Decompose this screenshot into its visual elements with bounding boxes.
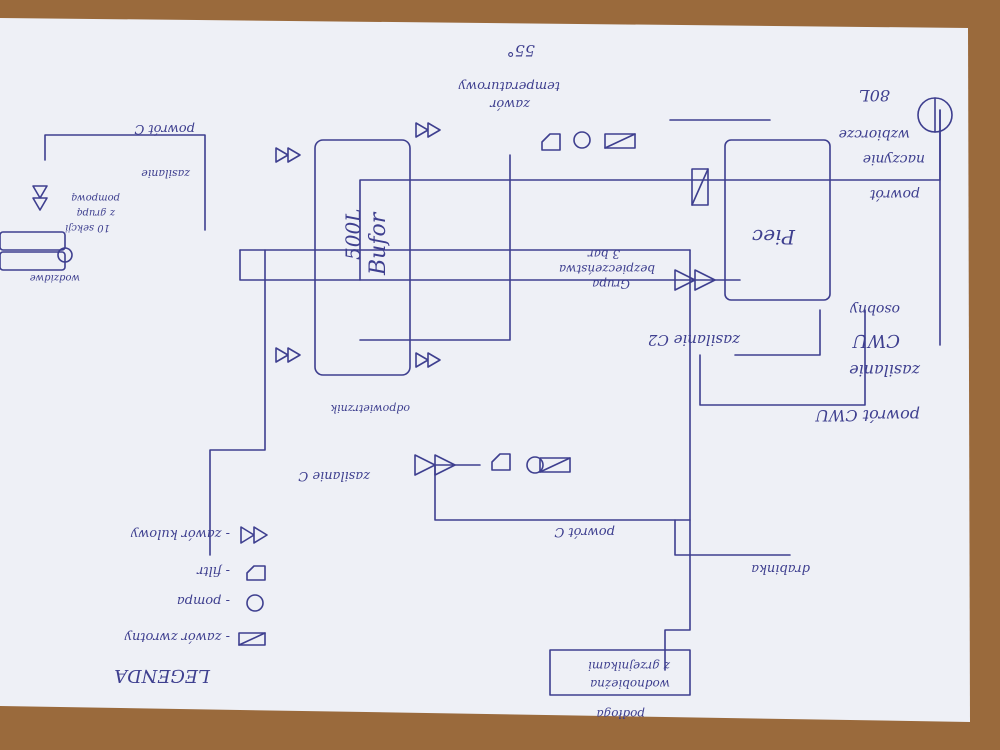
supply-c-mid-label: zasilanie C2 bbox=[648, 331, 741, 349]
cold-return-label: powrót bbox=[870, 186, 920, 202]
pump-group-line3: 3 bar bbox=[587, 247, 620, 261]
buffer-name-label: Bufor bbox=[366, 211, 391, 276]
mixing-valve-line2: temperaturowy bbox=[458, 78, 560, 93]
floor-note-line2: wodnobieżna bbox=[590, 677, 670, 691]
legend-item-check-valve: - zawór zwrotny bbox=[124, 629, 230, 644]
return-c-top-label: powrót C bbox=[134, 121, 195, 136]
buffer-tank bbox=[314, 139, 411, 376]
pipe-cwu bbox=[699, 309, 866, 406]
floor-note-line3: z grzejnikami bbox=[588, 659, 671, 673]
pipe-upper-right bbox=[239, 249, 741, 281]
legend-icons bbox=[238, 526, 268, 646]
pipe-buffer-right bbox=[209, 249, 266, 556]
return-cwu-label: powrót CWU bbox=[815, 406, 920, 425]
legend-title: LEGENDA bbox=[114, 665, 211, 686]
supply-cwu-label: zasilanie bbox=[849, 361, 921, 380]
drain-label: odpowietrznik bbox=[330, 402, 410, 415]
expansion-tank-line1: naczynie bbox=[863, 151, 925, 167]
pipe-bottom-2 bbox=[674, 519, 791, 556]
paper-sheet bbox=[0, 18, 970, 722]
filter-icon bbox=[491, 133, 561, 471]
legend-item-filter: - filtr bbox=[196, 563, 230, 578]
expansion-tank-line2: wzbiorcze bbox=[839, 126, 910, 142]
radiator-2 bbox=[0, 231, 66, 251]
buffer-capacity-label: 500L bbox=[341, 209, 365, 260]
check-valve-icon bbox=[539, 133, 709, 473]
expansion-tank-capacity: 80L bbox=[859, 86, 890, 105]
pump-group-line2: bezpieczeństwa bbox=[559, 262, 655, 276]
valve bbox=[32, 122, 716, 476]
right-note-label: drabinka bbox=[751, 561, 810, 576]
radiator-note-line2: 10 sekcji bbox=[65, 222, 110, 233]
pump-icon bbox=[57, 131, 591, 474]
radiator-note-line3: z grupą bbox=[77, 207, 116, 218]
boiler bbox=[724, 139, 831, 301]
legend-item-pump: - pompa bbox=[177, 593, 230, 608]
supply-c-top-label: zasilanie bbox=[141, 167, 191, 180]
legend-item-ball-valve: - zawór kulowy bbox=[130, 526, 230, 541]
pump-group-line1: Grupa bbox=[592, 277, 630, 291]
mixing-valve-line1: zawór bbox=[489, 96, 531, 111]
pipe-cwu-2 bbox=[734, 309, 821, 356]
boiler-label: Piec bbox=[752, 225, 796, 249]
pipe-lower-left bbox=[434, 249, 691, 521]
radiator bbox=[0, 251, 66, 271]
return-c-bottom-label: powrót C bbox=[554, 524, 615, 539]
floor-heating-box bbox=[549, 649, 691, 696]
radiator-note-line4: pompową bbox=[71, 192, 120, 203]
pipe-right-riser bbox=[44, 134, 206, 231]
mixing-valve-temp: 55° bbox=[507, 41, 535, 60]
cwu-label: CWU bbox=[852, 330, 900, 351]
cwu-sub-label: osobny bbox=[849, 301, 900, 317]
floor-note-line1: podłoga bbox=[596, 707, 645, 721]
supply-c-bottom-label: zasilanie C bbox=[298, 468, 371, 483]
radiator-note-line1: wodzidwe bbox=[30, 272, 80, 283]
